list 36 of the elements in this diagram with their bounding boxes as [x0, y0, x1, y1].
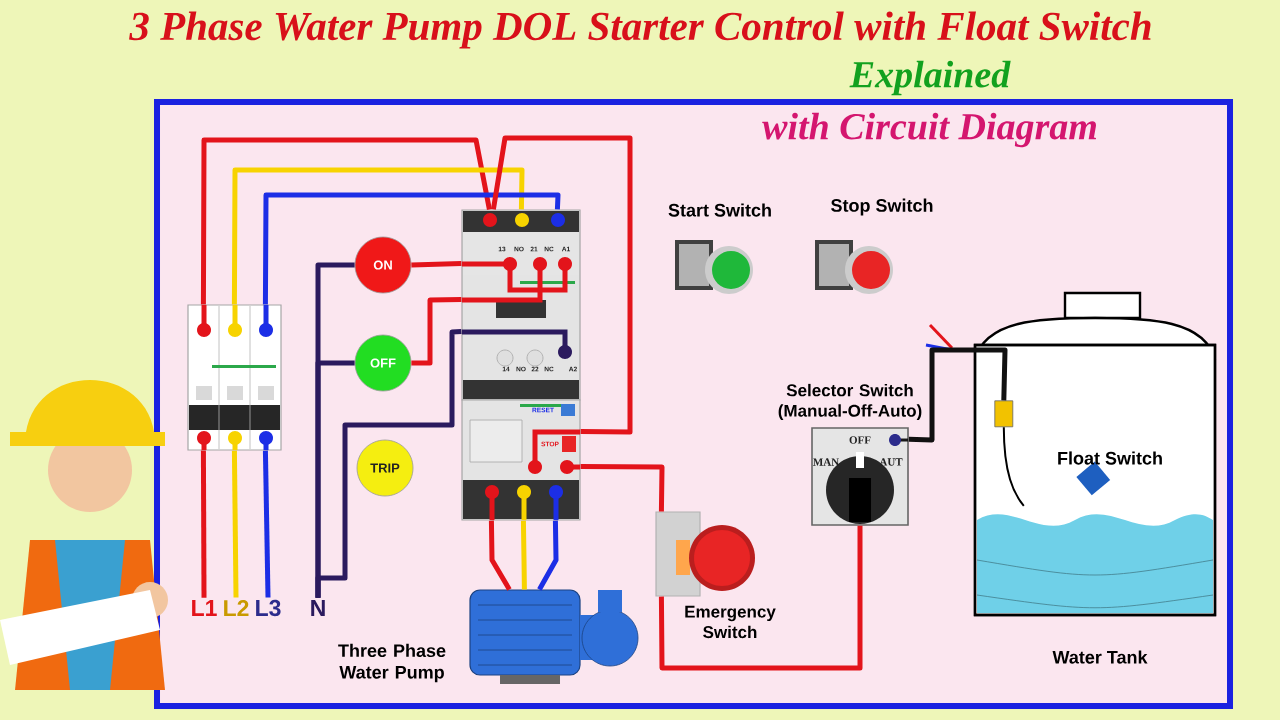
line-label: L3 [256, 599, 281, 617]
wire [658, 525, 863, 671]
contactor-drawing [461, 209, 581, 401]
wire [411, 260, 462, 268]
device-label: Three Phase Water Pump [338, 643, 446, 683]
position-label: MAN [813, 458, 839, 466]
position-label: AUT [879, 458, 903, 466]
wire [262, 192, 561, 305]
subtitle: with Circuit Diagram [762, 112, 1097, 148]
wire [315, 328, 462, 598]
circuit-breaker-drawing [187, 304, 282, 451]
line-label: L1 [192, 600, 217, 616]
overload-relay-drawing [461, 399, 581, 521]
switch-label: Emergency Switch [685, 605, 776, 639]
switch-label: Selector Switch (Manual-Off-Auto) [778, 383, 922, 421]
wire [490, 135, 633, 435]
wire [231, 450, 239, 598]
wire [411, 296, 462, 366]
switch-label: Start Switch [668, 203, 771, 217]
wire [262, 450, 271, 598]
title: 3 Phase Water Pump DOL Starter Control with Float Switch [129, 11, 1151, 49]
tank-label: Water Tank [1052, 650, 1148, 664]
line-label: N [311, 600, 325, 616]
position-label: OFF [849, 436, 871, 444]
indicator-lamp: TRIP [356, 439, 414, 497]
wire [488, 520, 512, 591]
subtitle: Explained [849, 60, 1011, 96]
wire [520, 520, 527, 590]
switch-label: Stop Switch [831, 198, 933, 216]
wire [231, 167, 525, 305]
indicator-lamp: OFF [354, 334, 412, 392]
wire [200, 137, 492, 305]
line-label: L2 [224, 600, 249, 617]
indicator-lamp: ON [354, 236, 412, 294]
wire [537, 520, 559, 591]
wire [200, 450, 207, 598]
